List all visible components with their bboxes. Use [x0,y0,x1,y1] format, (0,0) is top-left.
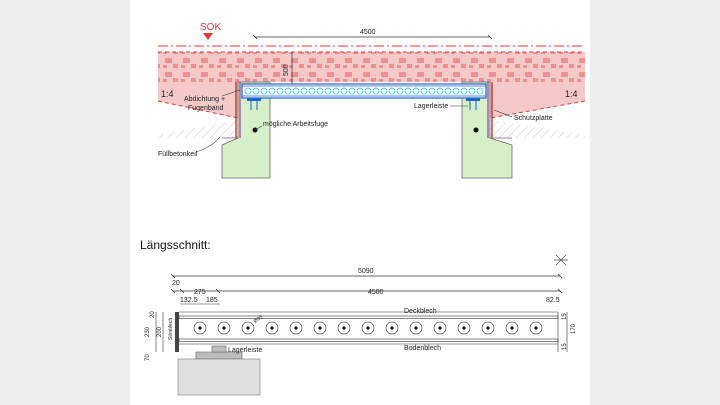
dim-15-top: 15 [562,313,568,320]
label-seal-line2: Fugenband [188,105,224,112]
slope-left-label: 1:4 [161,89,174,99]
deck-pipe [364,87,372,95]
deck-pipe [372,87,380,95]
bearing-right [466,98,480,110]
pipe-center [342,326,346,330]
pipe-center [438,326,442,330]
sok-triangle-icon [203,33,213,40]
longitudinal-pipes [193,321,543,335]
right-embankment [490,82,585,118]
label-seal-line1: Abdichtung + [184,96,225,103]
pipe-diameter-label: Ø95 [253,314,264,324]
pipe-center [294,326,298,330]
right-margin [590,0,720,405]
dim-total: 5090 [358,268,374,275]
left-embankment [158,82,238,118]
dim-132-5: 132.5 [180,297,198,304]
deck-pipe [460,87,468,95]
deck-pipe [404,87,412,95]
label-bearing-strip: Lagerleiste [414,103,448,110]
dim-185: 185 [206,297,218,304]
deck-pipe [292,87,300,95]
height-dimension: 500 [283,64,290,76]
pipe-center [366,326,370,330]
dim-275: 275 [194,289,206,296]
deck-pipe [332,87,340,95]
section-cut-icon [554,254,568,266]
dim-200: 200 [157,326,163,337]
label-end-plate: Stirnblech [168,318,174,340]
fill-concrete-left [158,120,238,138]
deck-plate-bottom [178,338,559,342]
deck-pipe [300,87,308,95]
dim-70: 70 [145,354,151,361]
fill-concrete-right [490,120,585,138]
dim-170: 170 [571,323,577,334]
deck-pipe [380,87,388,95]
deck-pipe [348,87,356,95]
pipe-center [198,326,202,330]
pipe-center [534,326,538,330]
pipe-center [486,326,490,330]
span-dimension: 4500 [360,29,376,36]
right-abutment [461,81,513,179]
dim-20-left: 20 [150,311,156,318]
deck-pipe [284,87,292,95]
deck-pipe [428,87,436,95]
deck-pipe [316,87,324,95]
dim-15-bottom: 15 [562,343,568,350]
road-layer [158,52,585,82]
joint-dot-right [473,127,479,133]
deck-pipe [252,87,260,95]
pipe-center [222,326,226,330]
dim-20: 20 [172,280,180,287]
deck-pipe [268,87,276,95]
label-protection-plate: Schutzplatte [514,115,553,122]
deck-pipe [356,87,364,95]
pipe-center [510,326,514,330]
dim-82-5: 82.5 [546,297,560,304]
pipe-center [462,326,466,330]
label-fill-concrete: Füllbetonkeil [158,151,198,158]
sok-label: SOK [200,22,221,33]
label-construction-joint: mögliche Arbeitsfuge [263,121,328,128]
deck-pipe [260,87,268,95]
dim-clear: 4500 [368,289,384,296]
deck-pipe [444,87,452,95]
deck-pipe [340,87,348,95]
deck-pipe [276,87,284,95]
bearing-left [247,98,261,110]
deck-pipe [452,87,460,95]
deck-pipe [412,87,420,95]
pipe-center [270,326,274,330]
longitudinal-section-title: Längsschnitt: [140,238,211,252]
deck-pipe [436,87,444,95]
deck-pipe [244,87,252,95]
bridge-deck [241,83,487,99]
end-plate [175,312,179,352]
deck-pipes [244,87,484,95]
label-bearing: Lagerleiste [228,347,262,354]
deck-plate-top [178,315,559,319]
deck-pipe [396,87,404,95]
pipe-center [318,326,322,330]
deck-pipe [468,87,476,95]
label-bottom-plate: Bodenblech [404,345,441,352]
deck-pipe [324,87,332,95]
slope-right-label: 1:4 [565,89,578,99]
deck-pipe [420,87,428,95]
pipe-center [390,326,394,330]
deck-pipe [476,87,484,95]
pipe-center [414,326,418,330]
dim-230: 230 [145,326,151,337]
deck-pipe [388,87,396,95]
deck-pipe [308,87,316,95]
left-margin [0,0,130,405]
abutment-support [177,358,261,396]
pipe-center [246,326,250,330]
label-deck-plate: Deckblech [404,308,437,315]
